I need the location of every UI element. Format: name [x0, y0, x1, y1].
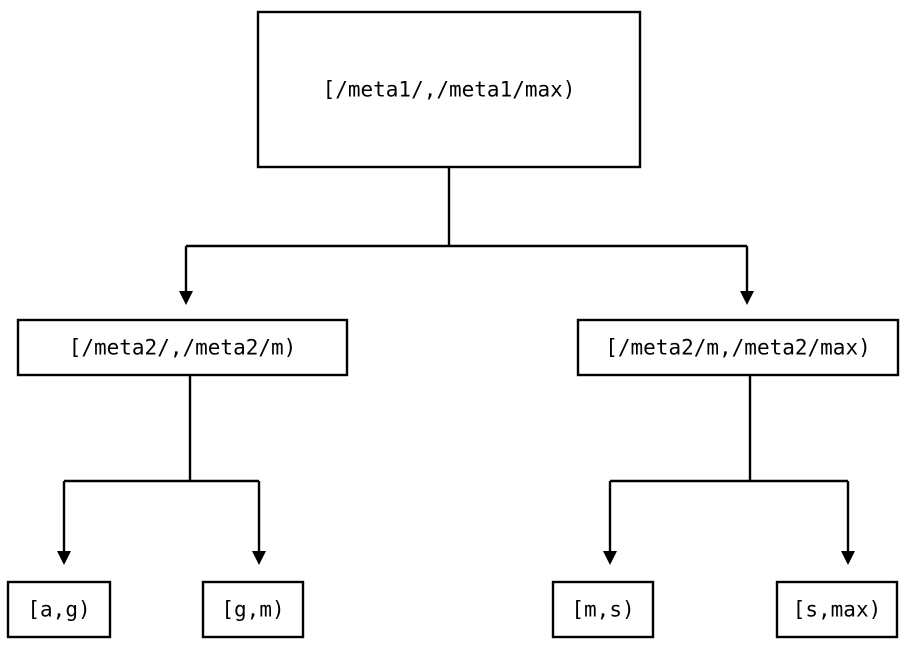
- tree-edge: [179, 167, 754, 305]
- nodes-layer: [/meta1/,/meta1/max) [/meta2/,/meta2/m) [/…: [6, 10, 900, 639]
- tree-node[interactable]: [/meta1/,/meta1/max): [256, 10, 642, 169]
- edges-layer: [57, 167, 855, 565]
- arrowhead-icon: [841, 551, 855, 565]
- node-box[interactable]: [551, 580, 655, 639]
- node-label: [/meta1/,/meta1/max): [323, 78, 576, 102]
- node-box[interactable]: [775, 580, 899, 639]
- node-label: [g,m): [221, 598, 284, 622]
- tree-node[interactable]: [m,s): [551, 580, 655, 639]
- arrowhead-icon: [603, 551, 617, 565]
- arrowhead-icon: [179, 291, 193, 305]
- node-box[interactable]: [16, 318, 349, 377]
- arrowhead-icon: [252, 551, 266, 565]
- tree-node[interactable]: [/meta2/m,/meta2/max): [576, 318, 900, 377]
- tree-node[interactable]: [g,m): [201, 580, 305, 639]
- tree-node[interactable]: [a,g): [6, 580, 112, 639]
- arrowhead-icon: [57, 551, 71, 565]
- node-box[interactable]: [201, 580, 305, 639]
- node-label: [m,s): [571, 598, 634, 622]
- arrowhead-icon: [740, 291, 754, 305]
- node-label: [s,max): [793, 598, 882, 622]
- node-box[interactable]: [256, 10, 642, 169]
- tree-edge: [57, 375, 266, 565]
- tree-node[interactable]: [s,max): [775, 580, 899, 639]
- tree-node[interactable]: [/meta2/,/meta2/m): [16, 318, 349, 377]
- tree-edge: [603, 375, 855, 565]
- node-box[interactable]: [576, 318, 900, 377]
- node-label: [a,g): [27, 598, 90, 622]
- node-label: [/meta2/,/meta2/m): [69, 336, 297, 360]
- node-label: [/meta2/m,/meta2/max): [605, 336, 871, 360]
- node-box[interactable]: [6, 580, 112, 639]
